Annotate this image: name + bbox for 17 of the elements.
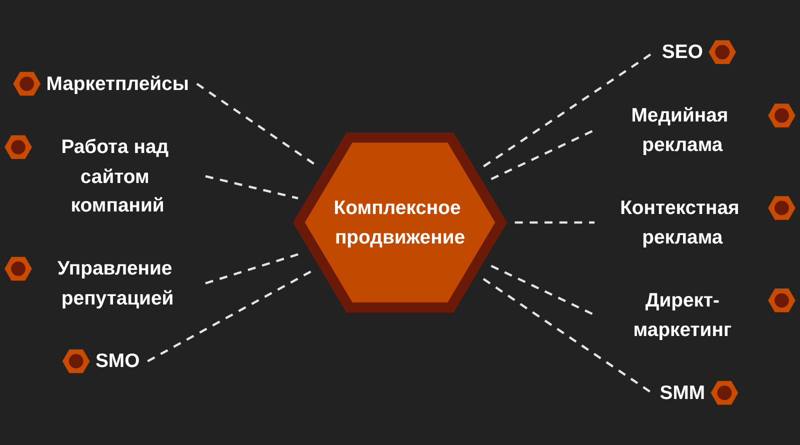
topic-label: SMO <box>95 349 140 374</box>
topic-label: Директ-маркетинг <box>632 288 733 342</box>
topic-label: Маркетплейсы <box>46 72 189 96</box>
dashed-line <box>490 264 596 316</box>
dashed-line <box>205 175 298 200</box>
dashed-line <box>490 129 596 180</box>
dashed-line <box>147 270 312 362</box>
topic-label: SMM <box>660 380 706 406</box>
dashed-line <box>482 278 652 394</box>
topic-label: Управление репутацией <box>56 256 175 310</box>
topic-label: Работа над сайтом компаний <box>60 135 170 218</box>
topic-label: Медийная реклама <box>630 103 730 158</box>
topic-label: SEO <box>662 40 703 65</box>
dashed-line <box>514 221 595 224</box>
dashed-line <box>196 82 318 167</box>
hub-hexagon: Комплексное продвижение <box>292 132 508 313</box>
topic-label: Контекстная реклама <box>619 196 740 250</box>
